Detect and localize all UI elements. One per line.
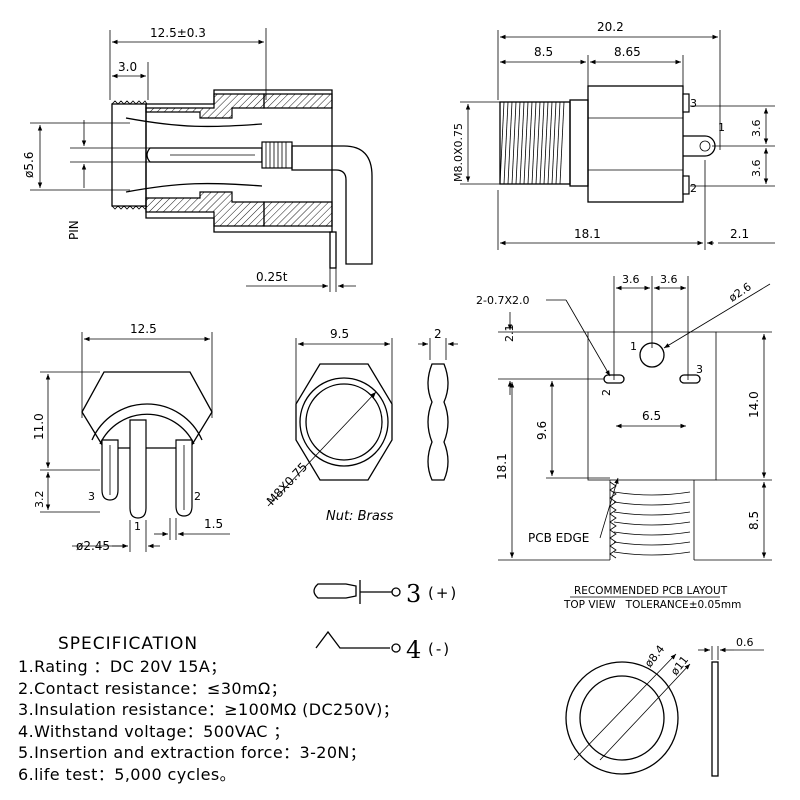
dim-pcb-left: 3.6 (622, 273, 640, 286)
dim-total-width: 20.2 (597, 20, 624, 34)
pin-label: PIN (67, 220, 81, 240)
dim-pcb-span: 6.5 (642, 409, 661, 423)
front-pin-3: 3 (88, 490, 95, 503)
dim-pcb-mid: 9.6 (535, 421, 549, 440)
side-section-view: 12.5±0.3 3.0 (22, 26, 373, 292)
pcb-layout-subtitle: TOP VIEW TOLERANCE±0.05mm (563, 599, 741, 611)
terminal-3-number: 3 (406, 580, 421, 608)
nut-view: 9.5 M8X0.75 2 Nut: Brass (264, 327, 458, 524)
dim-top-body-length: 18.1 (574, 227, 601, 241)
dim-nut-thickness: 2 (434, 327, 442, 341)
spec-item-withstand-voltage: 4.Withstand voltage：500VAC ； (18, 721, 290, 741)
pcb-slots-label: 2-0.7X2.0 (476, 294, 530, 307)
dim-front-pin-dia: ø2.45 (76, 539, 110, 553)
front-pin-2: 2 (194, 490, 201, 503)
dim-top-pitch-down: 3.6 (750, 160, 763, 178)
terminal-4-number: 4 (406, 636, 421, 664)
terminal-4-sign: (-) (428, 640, 451, 658)
dim-pcb-thread: 8.5 (747, 511, 761, 530)
dim-pcb-height: 14.0 (747, 391, 761, 418)
top-pin-1: 1 (718, 121, 725, 134)
dim-washer-thickness: 0.6 (736, 636, 754, 649)
dim-front-height: 11.0 (32, 413, 46, 440)
dim-body-part: 8.65 (614, 45, 641, 59)
front-pin-1: 1 (134, 520, 141, 533)
spec-item-insertion-force: 5.Insertion and extraction force：3-20N； (18, 743, 367, 762)
specification-title: SPECIFICATION (58, 634, 199, 654)
dim-diameter: ø5.6 (22, 152, 36, 178)
dim-pcb-top: 2.1 (503, 325, 516, 343)
dim-top-pitch-up: 3.6 (750, 120, 763, 138)
dim-pcb-right: 3.6 (660, 273, 678, 286)
dim-pcb-total: 18.1 (495, 453, 509, 480)
terminal-3-sign: (+) (428, 584, 458, 602)
pcb-layout-title: RECOMMENDED PCB LAYOUT (574, 585, 728, 597)
pcb-edge-label: PCB EDGE (528, 531, 589, 545)
top-thread-label: M8.0X0.75 (452, 123, 465, 182)
dim-front-pin-gap: 1.5 (204, 517, 223, 531)
dim-pcb-hole: ø2.6 (726, 280, 753, 304)
pcb-pin-2: 2 (600, 389, 613, 396)
top-pin-3: 3 (690, 97, 697, 110)
washer-view: ø8.4 ø11 0.6 (565, 636, 764, 777)
pcb-layout: 3.6 3.6 ø2.6 2-0.7X2.0 1 2 3 2.1 (476, 273, 772, 611)
nut-thread-label: M8X0.75 (264, 460, 310, 508)
dim-top-tail: 2.1 (730, 227, 749, 241)
spec-item-insulation-resistance: 3.Insulation resistance：≥100MΩ (DC250V)； (18, 700, 400, 719)
spec-item-rating: 1.Rating ：DC 20V 15A； (18, 657, 227, 676)
top-view: 20.2 8.5 8.65 3 1 2 (452, 20, 775, 250)
nut-caption: Nut: Brass (326, 509, 394, 524)
dim-thread-length: 3.0 (118, 60, 137, 74)
specification-list: 1.Rating ：DC 20V 15A； 2.Contact resistan… (18, 656, 488, 785)
pcb-pin-1: 1 (630, 340, 637, 353)
front-view: 12.5 3 2 1 11.0 3.2 ø2.45 (32, 322, 230, 553)
pcb-pin-3: 3 (696, 363, 703, 376)
dim-front-width: 12.5 (130, 322, 157, 336)
dim-washer-inner: ø8.4 (642, 643, 667, 670)
dim-front-pin-length: 3.2 (33, 491, 46, 509)
top-pin-2: 2 (690, 182, 697, 195)
spec-item-contact-resistance: 2.Contact resistance：≤30mΩ； (18, 678, 288, 698)
dim-thickness: 0.25t (256, 270, 288, 284)
terminal-symbols: 3 (+) 4 (-) (313, 580, 458, 664)
dim-thread-part: 8.5 (534, 45, 553, 59)
dim-washer-outer: ø11 (668, 654, 691, 678)
specification-block: SPECIFICATION 1.Rating ：DC 20V 15A； 2.Co… (18, 634, 488, 785)
dim-nut-width: 9.5 (330, 327, 349, 341)
spec-item-life-test: 6.life test：5,000 cycles。 (18, 764, 237, 784)
dim-total-length: 12.5±0.3 (150, 26, 206, 40)
